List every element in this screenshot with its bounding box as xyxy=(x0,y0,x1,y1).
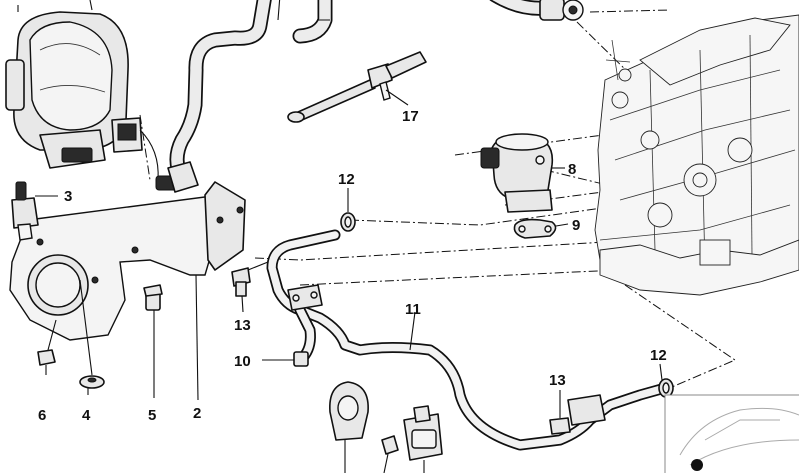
rubber-sleeve xyxy=(262,351,309,367)
callout-5: 5 xyxy=(148,407,156,424)
callout-8: 8 xyxy=(568,161,576,178)
callout-10: 10 xyxy=(234,353,251,370)
cable-tie xyxy=(287,51,427,123)
callout-13-lower: 13 xyxy=(549,372,566,389)
callout-9: 9 xyxy=(572,217,580,234)
bolt-upper xyxy=(231,261,269,313)
seal-ring-upper xyxy=(340,188,356,232)
small-fasteners xyxy=(37,279,163,398)
gasket xyxy=(513,218,569,239)
engine-block xyxy=(594,14,799,296)
pipe-clamps xyxy=(329,381,443,473)
callout-17: 17 xyxy=(402,108,419,125)
callout-11: 11 xyxy=(405,301,421,318)
rubber-mount xyxy=(11,181,58,241)
air-check-valve xyxy=(480,133,565,213)
air-hose xyxy=(167,0,584,193)
callout-3: 3 xyxy=(64,188,72,205)
vehicle-thumbnail xyxy=(664,394,799,473)
air-pipe xyxy=(266,229,671,451)
callout-12-upper: 12 xyxy=(338,171,355,188)
bracket xyxy=(9,181,246,401)
callout-4: 4 xyxy=(82,407,91,424)
location-marker-icon xyxy=(691,459,703,471)
callout-13-upper: 13 xyxy=(234,317,251,334)
secondary-air-pump xyxy=(5,0,183,191)
callout-labels: 3 17 8 12 9 13 10 11 6 4 5 2 13 12 xyxy=(38,108,667,424)
callout-12-lower: 12 xyxy=(650,347,667,364)
seal-ring-lower xyxy=(658,363,674,398)
bolt-lower xyxy=(549,390,571,435)
callout-6: 6 xyxy=(38,407,46,424)
callout-2: 2 xyxy=(193,405,201,422)
